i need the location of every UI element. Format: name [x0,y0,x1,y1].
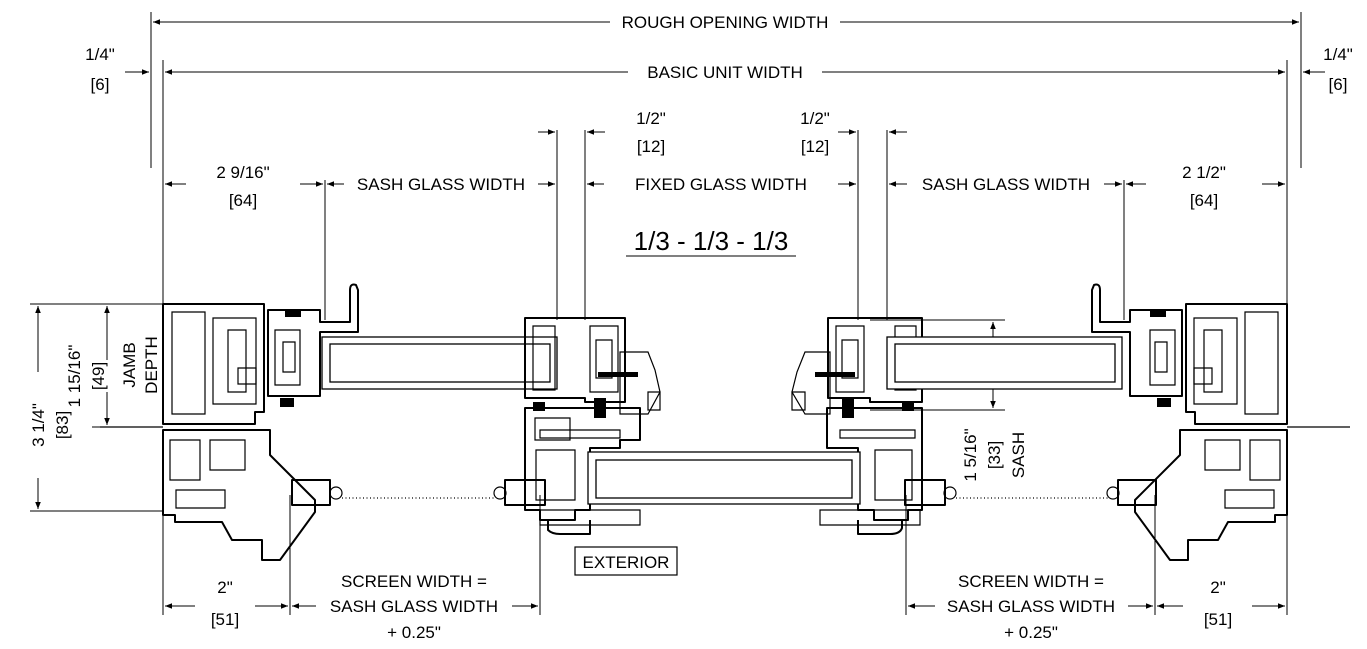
left-quarter-label: 1/4" [85,45,115,64]
left-quarter-mm-label: [6] [91,75,110,94]
right-bottom-label: 2" [1210,578,1226,597]
screen-frames [291,479,1157,506]
jamb-height-mm-label: [49] [89,362,108,390]
overall-height-label: 3 1/4" [29,403,48,447]
sash-label: SASH [1009,432,1028,478]
dimension-lines [30,12,1325,615]
overall-height-mm-label: [83] [53,411,72,439]
right-quarter-mm-label: [6] [1329,75,1348,94]
left-jamb-profile [100,303,316,561]
right-jamb-offset-label-bg [1178,163,1230,182]
right-bottom-mm-label: [51] [1204,610,1232,629]
left-jamb-offset-label: 2 9/16" [216,163,269,182]
left-sash [267,283,558,407]
right-half-mm-label: [12] [801,137,829,156]
screen-right-line2-bg [942,597,1120,616]
screen-left-line1: SCREEN WIDTH = [341,572,487,591]
left-jamb-offset-label-bg [212,163,274,182]
sash-glass-width-left-label: SASH GLASS WIDTH [357,175,525,194]
left-half-mm-label: [12] [637,137,665,156]
basic-unit-width-label-bg [643,63,807,82]
exterior-label: EXTERIOR [583,553,670,572]
jamb-label: JAMB [120,342,139,387]
left-bottom-label-bg [213,578,237,597]
screen-right-line1: SCREEN WIDTH = [958,572,1104,591]
sash-height-mm-label: [33] [985,441,1004,469]
screen-left-line2: SASH GLASS WIDTH [330,597,498,616]
right-jamb-offset-label: 2 1/2" [1182,163,1226,182]
rough-opening-width-label: ROUGH OPENING WIDTH [622,13,829,32]
left-bottom-label: 2" [217,578,233,597]
right-quarter-label: 1/4" [1323,45,1353,64]
center-fixed-frame [524,398,923,535]
right-jamb-profile [1134,303,1350,561]
left-half-label: 1/2" [636,109,666,128]
labels: ROUGH OPENING WIDTH BASIC UNIT WIDTH 1/4… [29,13,1353,642]
depth-label: DEPTH [142,336,161,394]
basic-unit-width-label: BASIC UNIT WIDTH [647,63,803,82]
right-bottom-label-bg [1206,578,1230,597]
screen-right-line3: + 0.25" [1004,623,1058,642]
left-meeting-rail [524,317,661,415]
ratio-label: 1/3 - 1/3 - 1/3 [634,226,789,256]
fixed-glass-width-label: FIXED GLASS WIDTH [635,175,807,194]
sash-glass-width-right-label: SASH GLASS WIDTH [922,175,1090,194]
sash-height-label: 1 5/16" [961,428,980,481]
right-jamb-offset-mm-label: [64] [1190,191,1218,210]
screen-left-line3: + 0.25" [387,623,441,642]
rough-opening-width-label-bg [617,13,833,32]
fixed-glass-width-label-bg [631,175,811,194]
right-half-label: 1/2" [800,109,830,128]
screen-right-line2: SASH GLASS WIDTH [947,597,1115,616]
sash-glass-width-left-label-bg [352,175,530,194]
exterior-box [574,546,678,576]
screen-left-line2-bg [325,597,503,616]
right-sash [886,283,1183,407]
left-bottom-mm-label: [51] [211,610,239,629]
sash-glass-width-right-label-bg [917,175,1095,194]
left-jamb-offset-mm-label: [64] [229,191,257,210]
jamb-height-label: 1 15/16" [65,345,84,408]
